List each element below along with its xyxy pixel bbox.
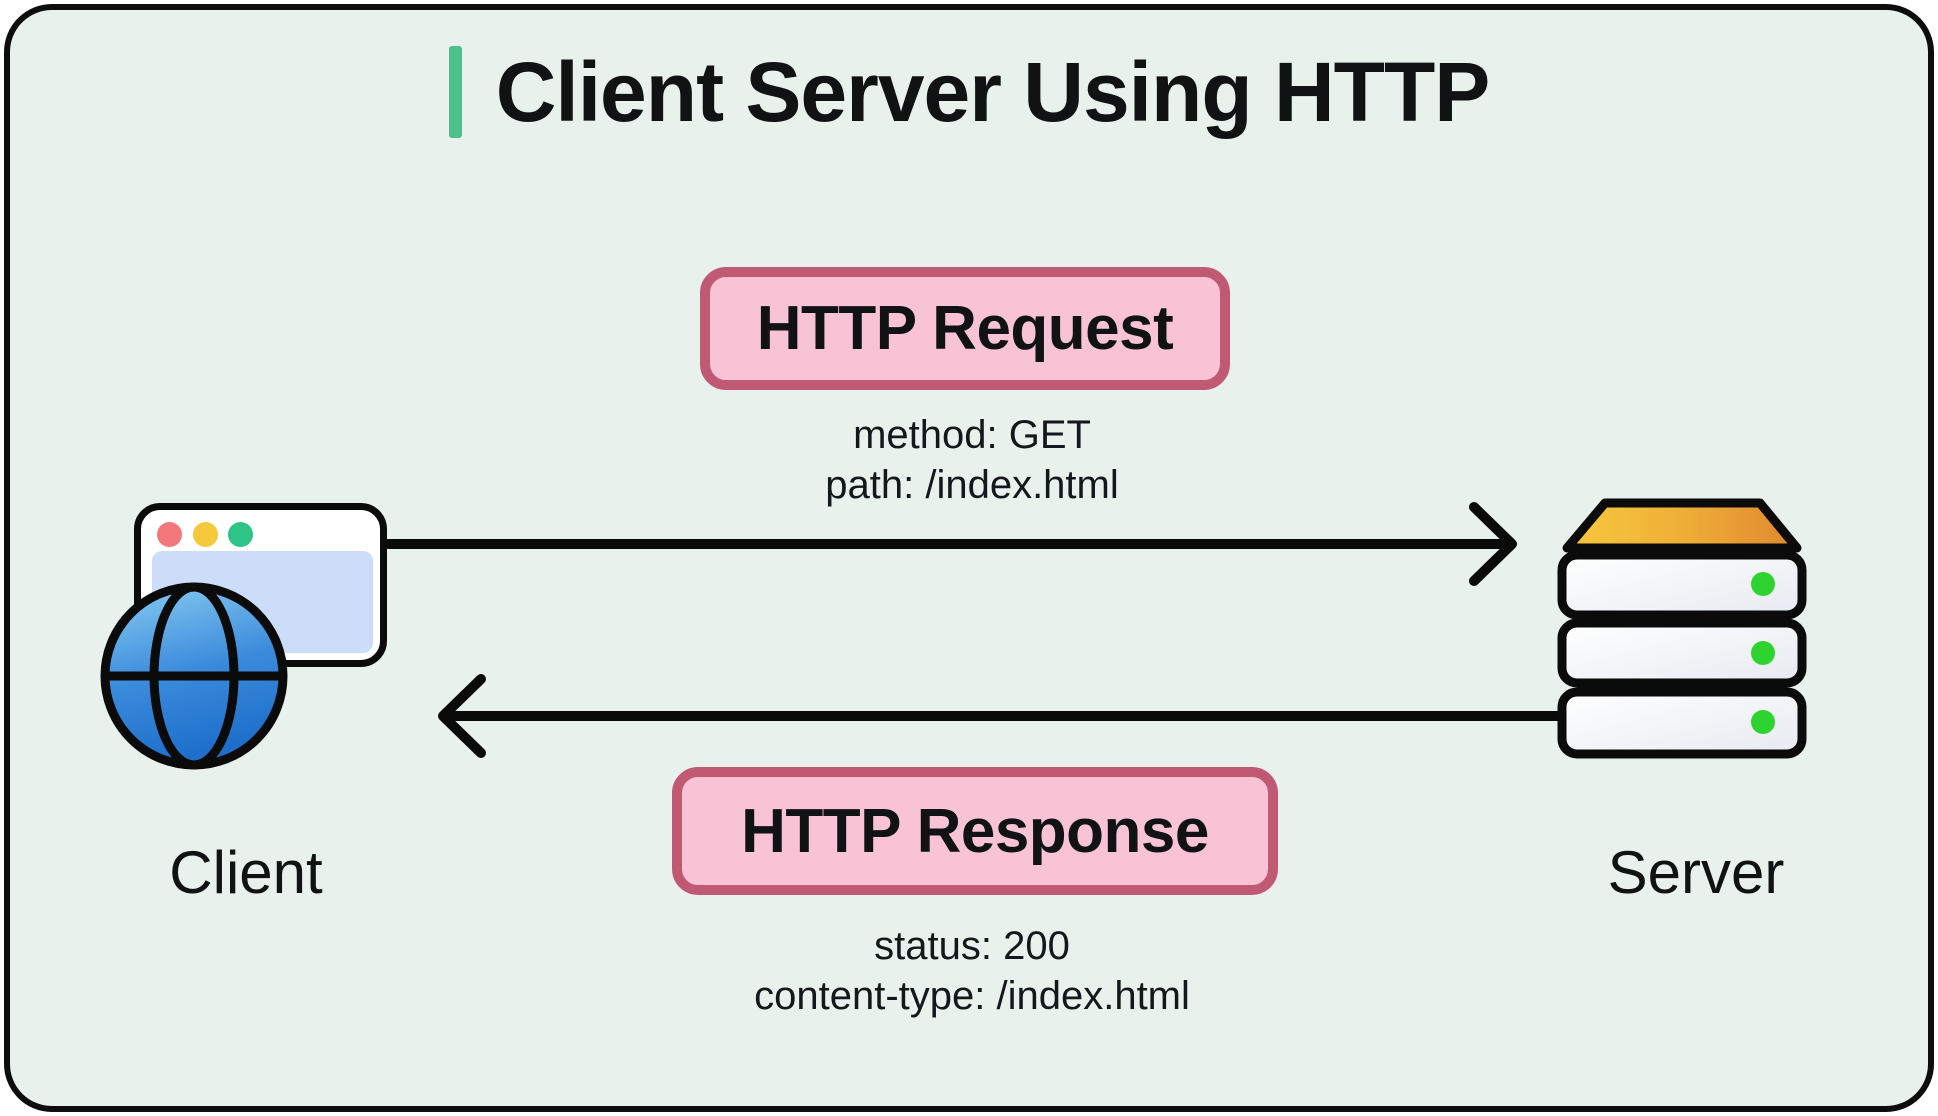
status-led-icon bbox=[1751, 572, 1775, 596]
page-title: Client Server Using HTTP bbox=[495, 45, 1491, 139]
title-accent-bar bbox=[448, 46, 462, 138]
request-method-line: method: GET bbox=[853, 413, 1091, 457]
response-details: status: 200 content-type: /index.html bbox=[472, 921, 1472, 1021]
request-details: method: GET path: /index.html bbox=[472, 410, 1472, 510]
status-led-icon bbox=[1751, 641, 1775, 665]
http-response-box: HTTP Response bbox=[672, 767, 1278, 895]
server-label: Server bbox=[1607, 839, 1785, 906]
status-led-icon bbox=[1751, 710, 1775, 734]
title-row: Client Server Using HTTP bbox=[0, 44, 1938, 140]
traffic-light-red-icon bbox=[157, 522, 182, 547]
http-request-label: HTTP Request bbox=[756, 294, 1174, 363]
server-top-cap bbox=[1562, 498, 1802, 553]
http-request-box: HTTP Request bbox=[700, 267, 1230, 390]
request-path-line: path: /index.html bbox=[825, 463, 1119, 507]
server-stack-icon bbox=[1557, 498, 1807, 759]
traffic-light-yellow-icon bbox=[193, 522, 218, 547]
response-content-type-line: content-type: /index.html bbox=[754, 974, 1190, 1018]
globe-icon bbox=[100, 582, 288, 770]
server-unit-2 bbox=[1557, 618, 1807, 688]
server-unit-3 bbox=[1557, 687, 1807, 759]
traffic-light-green-icon bbox=[228, 522, 253, 547]
client-label: Client bbox=[169, 839, 323, 906]
response-status-line: status: 200 bbox=[874, 924, 1070, 968]
http-response-label: HTTP Response bbox=[741, 796, 1209, 866]
server-unit-1 bbox=[1557, 550, 1807, 620]
